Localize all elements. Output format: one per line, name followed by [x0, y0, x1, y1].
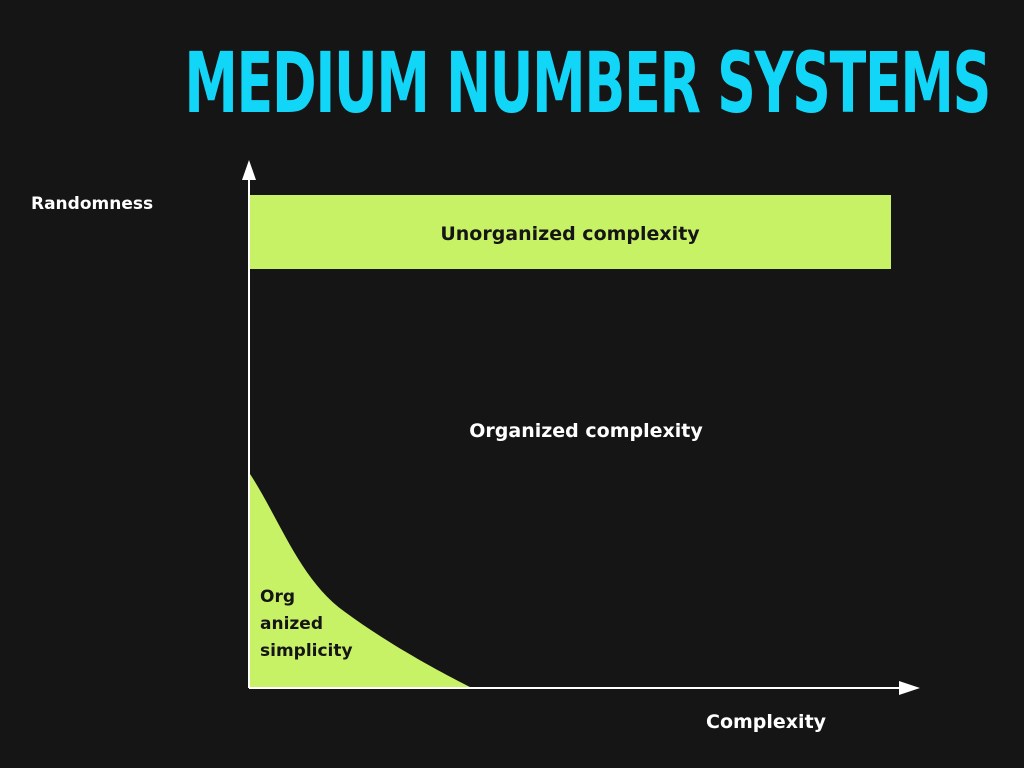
y-axis-arrowhead — [242, 160, 256, 180]
organized-simplicity-label-line-3: simplicity — [260, 641, 353, 661]
organized-simplicity-region — [250, 474, 472, 688]
unorganized-complexity-region — [250, 195, 891, 269]
x-axis-label: Complexity — [706, 711, 827, 733]
organized-simplicity-label-line-2: anized — [260, 614, 323, 634]
x-axis-arrowhead — [899, 681, 920, 695]
organized-simplicity-label-line-1: Org — [260, 587, 295, 607]
organized-complexity-label: Organized complexity — [469, 420, 703, 442]
y-axis-label: Randomness — [31, 194, 153, 214]
unorganized-complexity-label: Unorganized complexity — [440, 223, 700, 245]
